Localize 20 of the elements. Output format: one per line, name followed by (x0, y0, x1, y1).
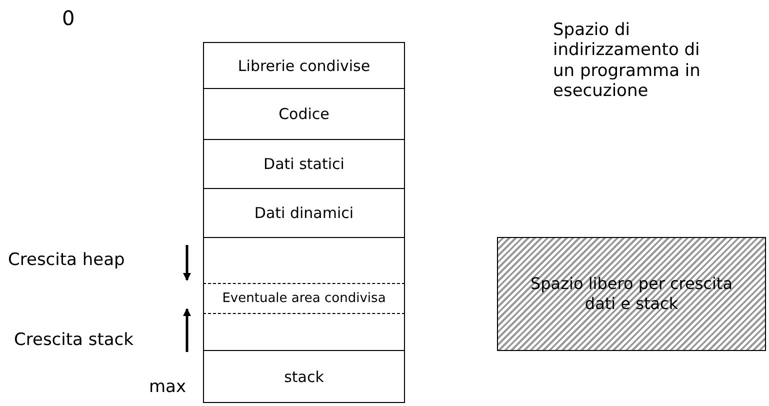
segment-label: Dati statici (264, 155, 344, 173)
free-memory-segment (203, 237, 405, 351)
memory-segment (203, 139, 405, 189)
region-label: Spazio libero per crescita dati e stack (529, 274, 734, 314)
growth-label: Crescita heap (8, 250, 125, 270)
segment-label: Codice (278, 105, 330, 123)
segment-label: Eventuale area condivisa (222, 291, 386, 306)
description-text: Spazio di indirizzamento di un programma in esecuzione (553, 20, 702, 102)
segment-label: stack (284, 368, 324, 386)
memory-segment (203, 188, 405, 238)
address-label: max (149, 377, 186, 398)
segment-label: Dati dinamici (254, 204, 354, 222)
segment-label: Librerie condivise (238, 56, 370, 74)
memory-segment (203, 350, 405, 403)
growth-label: Crescita stack (14, 330, 134, 350)
memory-segment (203, 42, 405, 89)
address-label: 0 (62, 6, 75, 30)
shared-area-band (203, 283, 405, 314)
memory-segment (203, 88, 405, 140)
hatched-free-space-box (497, 237, 766, 351)
